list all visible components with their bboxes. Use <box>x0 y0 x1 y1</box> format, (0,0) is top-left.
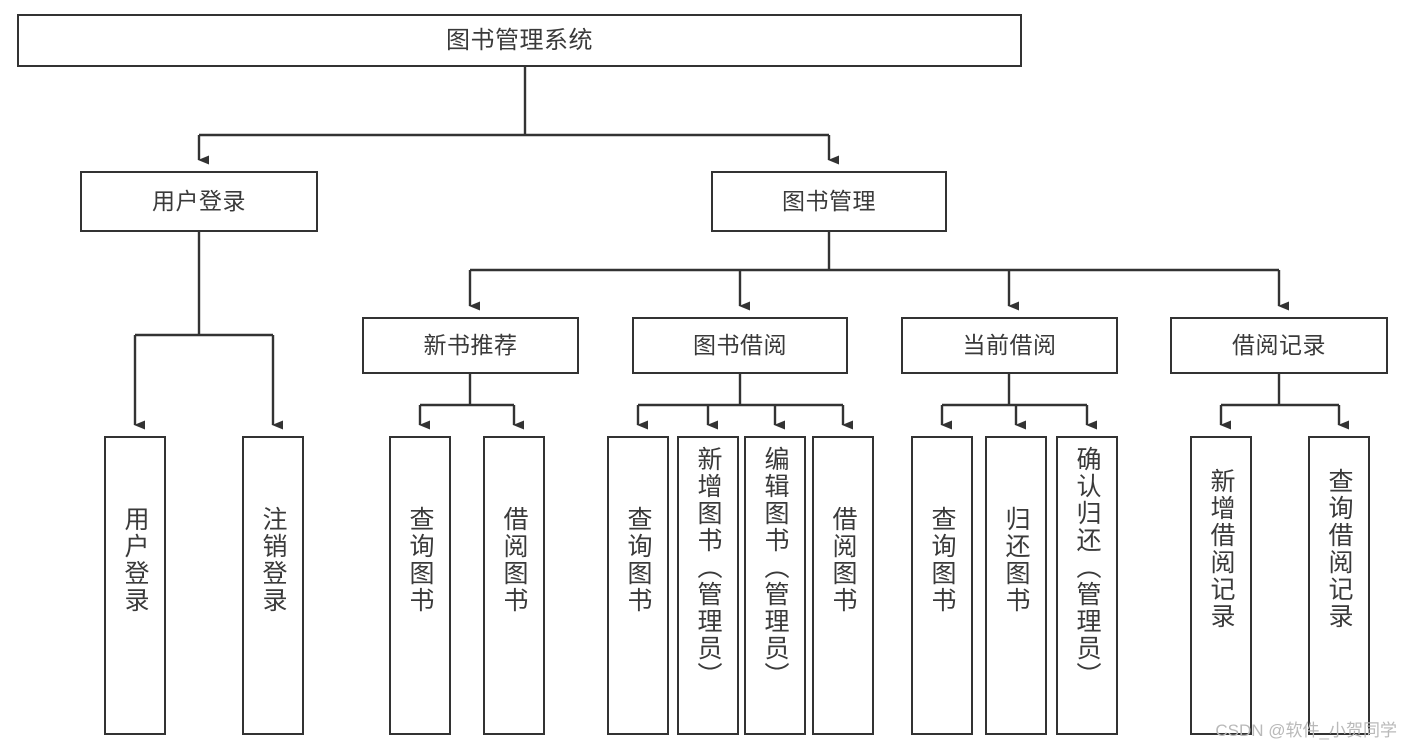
node-label: 新增借阅记录 <box>1207 468 1235 630</box>
node-leaf-add-book[interactable]: 新增图书（管理员） <box>677 436 739 735</box>
node-leaf-edit-book[interactable]: 编辑图书（管理员） <box>744 436 806 735</box>
node-label: 用户登录 <box>121 506 149 614</box>
watermark-text: CSDN @软件_小贺同学 <box>1215 721 1397 740</box>
node-label: 借阅图书 <box>500 506 528 614</box>
node-current-borrow[interactable]: 当前借阅 <box>901 317 1118 374</box>
node-label: 查询借阅记录 <box>1325 468 1353 630</box>
node-label: 图书管理 <box>782 188 876 215</box>
node-leaf-add-record[interactable]: 新增借阅记录 <box>1190 436 1252 735</box>
node-leaf-confirm-return[interactable]: 确认归还（管理员） <box>1056 436 1118 735</box>
node-borrow-record[interactable]: 借阅记录 <box>1170 317 1388 374</box>
node-book-borrow[interactable]: 图书借阅 <box>632 317 848 374</box>
node-leaf-borrow-book-1[interactable]: 借阅图书 <box>483 436 545 735</box>
node-leaf-query-book-3[interactable]: 查询图书 <box>911 436 973 735</box>
node-book-manage[interactable]: 图书管理 <box>711 171 947 232</box>
node-label: 借阅记录 <box>1232 332 1326 359</box>
node-label: 查询图书 <box>624 506 652 614</box>
node-leaf-query-book-1[interactable]: 查询图书 <box>389 436 451 735</box>
node-label: 查询图书 <box>406 506 434 614</box>
node-label: 新增图书（管理员） <box>694 446 722 689</box>
node-leaf-return-book[interactable]: 归还图书 <box>985 436 1047 735</box>
node-label: 确认归还（管理员） <box>1073 446 1101 689</box>
node-label: 图书管理系统 <box>446 26 593 54</box>
node-leaf-borrow-book-2[interactable]: 借阅图书 <box>812 436 874 735</box>
node-label: 编辑图书（管理员） <box>761 446 789 689</box>
node-leaf-query-book-2[interactable]: 查询图书 <box>607 436 669 735</box>
node-leaf-logout[interactable]: 注销登录 <box>242 436 304 735</box>
node-new-book-rec[interactable]: 新书推荐 <box>362 317 579 374</box>
node-label: 注销登录 <box>259 506 287 614</box>
node-label: 借阅图书 <box>829 506 857 614</box>
node-label: 新书推荐 <box>423 332 518 359</box>
node-root-system[interactable]: 图书管理系统 <box>17 14 1022 67</box>
node-label: 图书借阅 <box>693 332 787 359</box>
node-leaf-query-record[interactable]: 查询借阅记录 <box>1308 436 1370 735</box>
node-label: 归还图书 <box>1002 506 1030 614</box>
node-user-login[interactable]: 用户登录 <box>80 171 318 232</box>
node-label: 当前借阅 <box>962 332 1057 359</box>
node-leaf-user-login[interactable]: 用户登录 <box>104 436 166 735</box>
node-label: 查询图书 <box>928 506 956 614</box>
node-label: 用户登录 <box>152 188 246 215</box>
